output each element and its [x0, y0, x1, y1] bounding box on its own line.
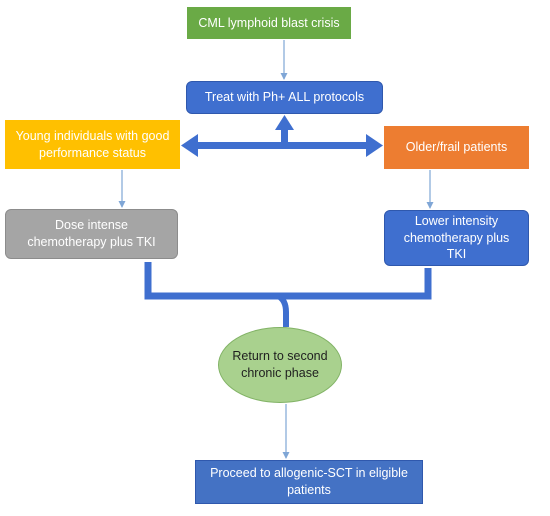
merge-stem [276, 293, 289, 327]
node-proceed-allo-sct: Proceed to allogenic-SCT in eligible pat… [195, 460, 423, 504]
node-young-individuals: Young individuals with good performance … [5, 120, 180, 169]
node-dose-intense-chemo: Dose intense chemotherapy plus TKI [5, 209, 178, 259]
merge-bracket [144, 262, 432, 300]
node-treat-ph-all: Treat with Ph+ ALL protocols [186, 81, 383, 114]
node-older-frail: Older/frail patients [384, 126, 529, 169]
node-cml-blast-crisis: CML lymphoid blast crisis [187, 7, 351, 39]
node-return-chronic-phase: Return to second chronic phase [218, 327, 342, 403]
split-arrow [181, 115, 383, 157]
node-lower-intensity-chemo: Lower intensity chemotherapy plus TKI [384, 210, 529, 266]
